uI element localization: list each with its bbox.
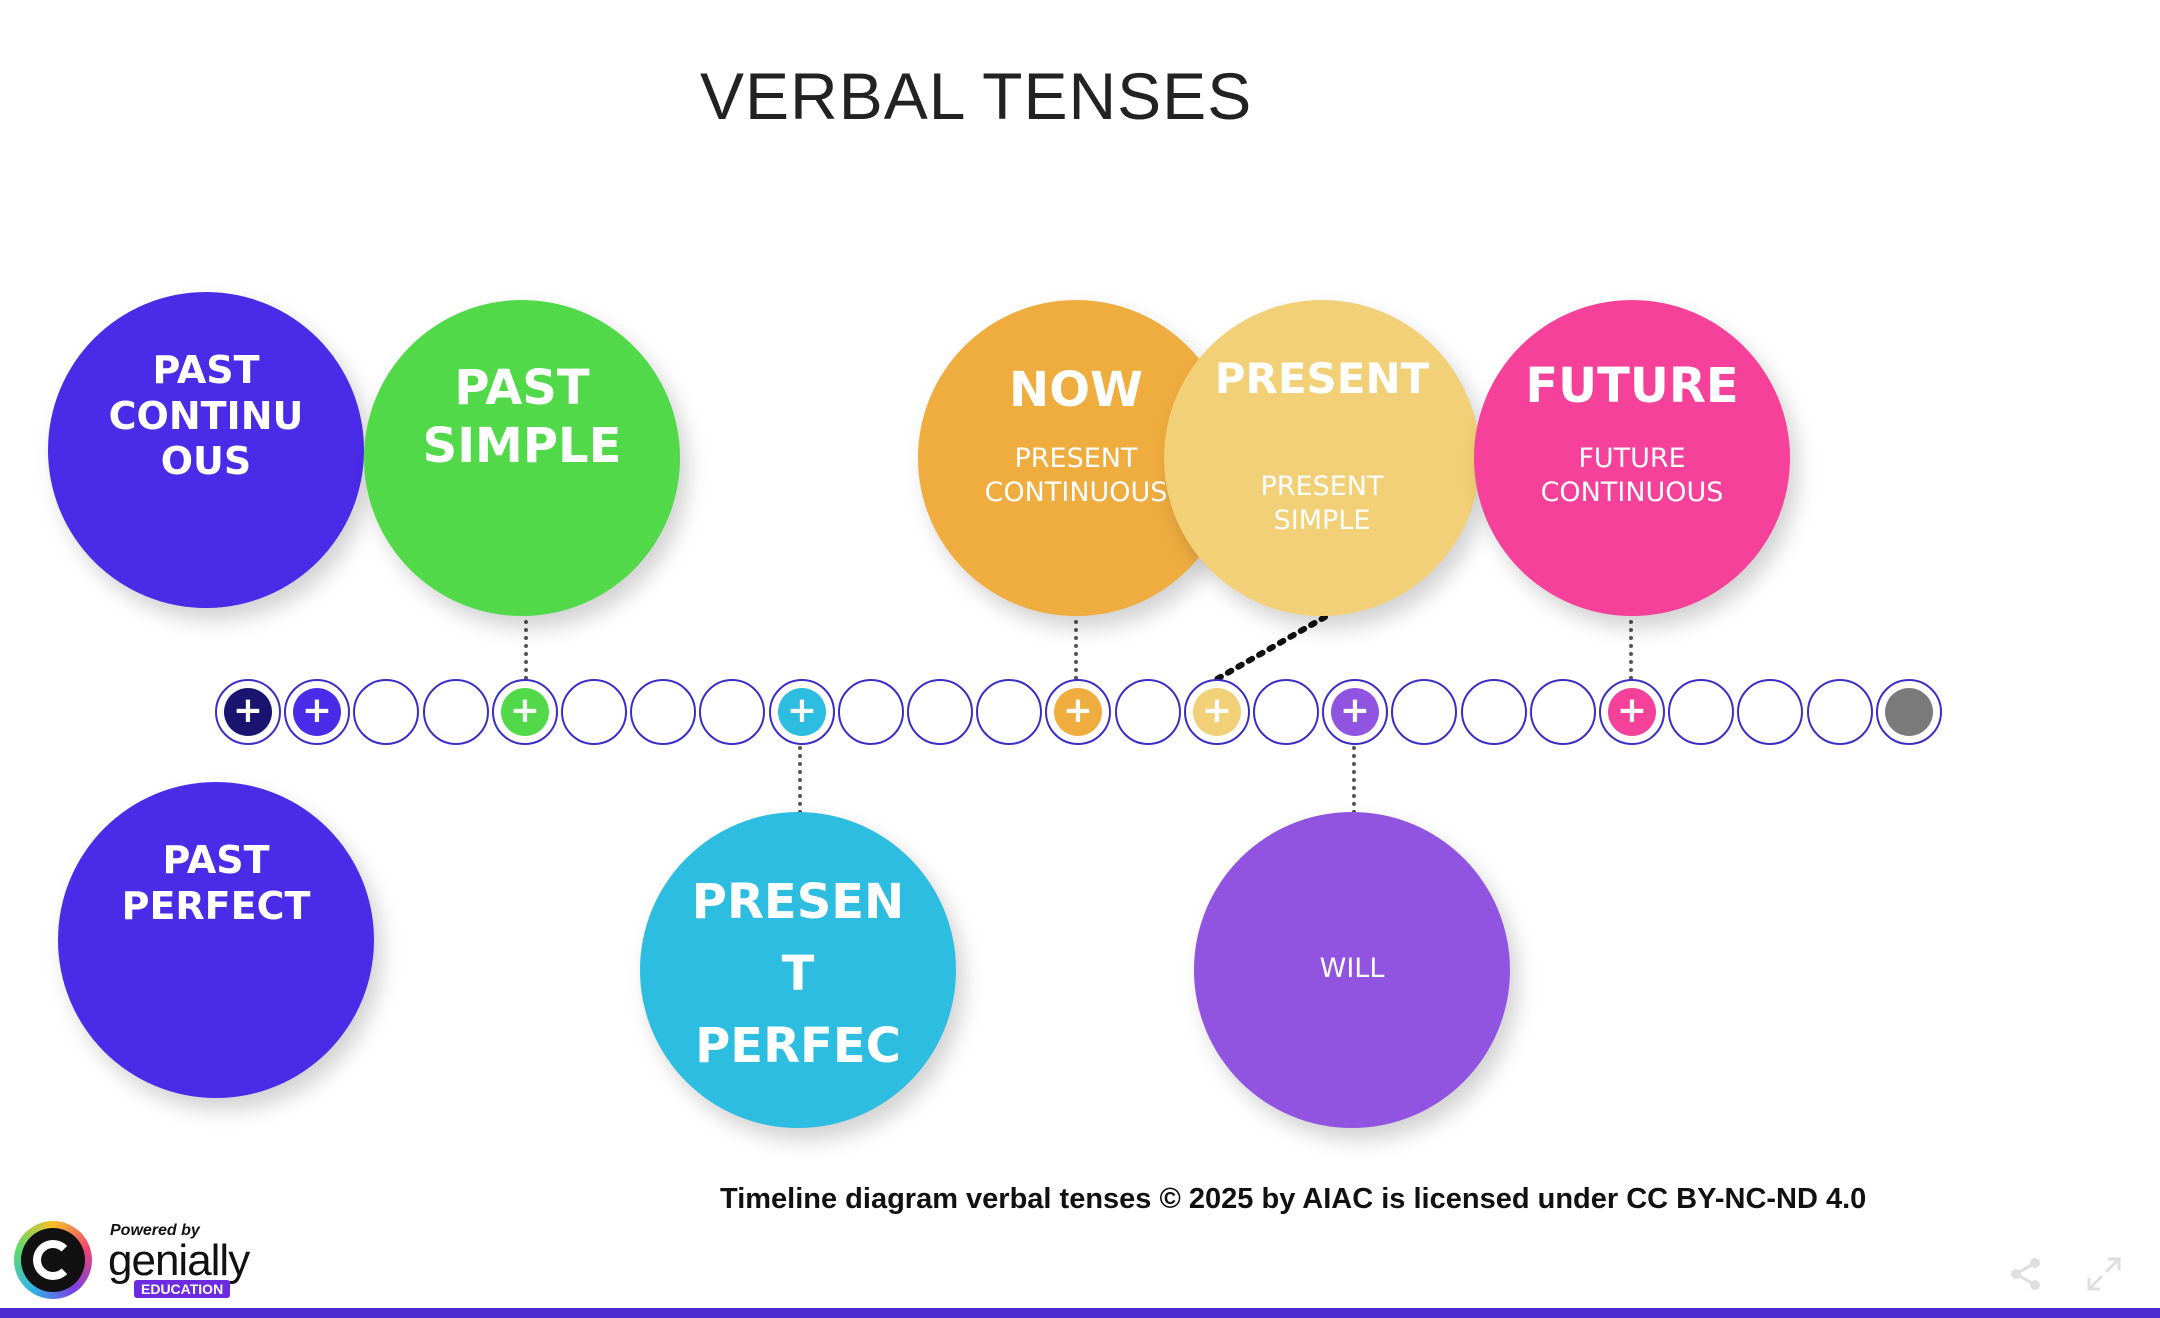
- timeline-node-plus[interactable]: +: [769, 679, 835, 745]
- bubble-future-label: FUTURE: [1525, 358, 1739, 414]
- timeline-node: [976, 679, 1042, 745]
- connector-past-simple: [524, 620, 528, 680]
- plus-icon: +: [1054, 688, 1102, 736]
- timeline-node-plus[interactable]: +: [1599, 679, 1665, 745]
- bubble-future-sublabel: FUTURE CONTINUOUS: [1540, 443, 1724, 508]
- bubble-present[interactable]: PRESENT PRESENT SIMPLE: [1164, 300, 1480, 616]
- plus-icon: +: [224, 688, 272, 736]
- timeline-node: [1668, 679, 1734, 745]
- timeline-node: [423, 679, 489, 745]
- timeline-node: [1737, 679, 1803, 745]
- bubble-past-perfect[interactable]: PAST PERFECT: [58, 782, 374, 1098]
- genially-logo-icon: [14, 1221, 92, 1299]
- timeline-node: [630, 679, 696, 745]
- timeline-node-plus[interactable]: +: [1184, 679, 1250, 745]
- connector-will: [1352, 746, 1356, 814]
- timeline-node-plus[interactable]: +: [1045, 679, 1111, 745]
- plus-icon: +: [293, 688, 341, 736]
- bubble-past-continuous-label: PAST CONTINU OUS: [108, 348, 304, 484]
- bubble-past-simple-label: PAST SIMPLE: [422, 360, 622, 474]
- timeline-node: [699, 679, 765, 745]
- connector-now: [1074, 620, 1078, 680]
- plus-icon: +: [501, 688, 549, 736]
- timeline-end-node: [1876, 679, 1942, 745]
- connector-present: [1207, 614, 1328, 686]
- connector-future: [1629, 620, 1633, 680]
- bubble-past-continuous[interactable]: PAST CONTINU OUS: [48, 292, 364, 608]
- share-icon[interactable]: [2008, 1256, 2044, 1292]
- timeline-node: [561, 679, 627, 745]
- bubble-present-perfect-label: PRESEN T PERFEC: [691, 874, 905, 1074]
- education-badge: EDUCATION: [134, 1280, 231, 1298]
- genially-logo[interactable]: Powered by genially EDUCATION: [14, 1218, 264, 1304]
- bubble-past-perfect-label: PAST PERFECT: [121, 838, 311, 928]
- genially-brand-label: genially: [108, 1236, 250, 1285]
- bubble-will-label: WILL: [1319, 953, 1385, 984]
- end-dot-icon: [1885, 688, 1933, 736]
- plus-icon: +: [1608, 688, 1656, 736]
- timeline-node-plus[interactable]: +: [215, 679, 281, 745]
- timeline-node-plus[interactable]: +: [284, 679, 350, 745]
- timeline-node: [353, 679, 419, 745]
- timeline-node: [907, 679, 973, 745]
- plus-icon: +: [1193, 688, 1241, 736]
- license-credit: Timeline diagram verbal tenses © 2025 by…: [720, 1183, 1867, 1215]
- timeline-node-plus[interactable]: +: [492, 679, 558, 745]
- bubble-present-perfect[interactable]: PRESEN T PERFEC: [640, 812, 956, 1128]
- timeline-node: [1391, 679, 1457, 745]
- plus-icon: +: [778, 688, 826, 736]
- bubble-past-simple[interactable]: PAST SIMPLE: [364, 300, 680, 616]
- timeline-node: [838, 679, 904, 745]
- timeline-node: [1253, 679, 1319, 745]
- accent-bar: [0, 1308, 2160, 1318]
- bubble-now-label: NOW: [1009, 362, 1143, 418]
- fullscreen-icon[interactable]: [2086, 1256, 2122, 1292]
- plus-icon: +: [1331, 688, 1379, 736]
- bubble-future[interactable]: FUTURE FUTURE CONTINUOUS: [1474, 300, 1790, 616]
- powered-by-label: Powered by: [110, 1222, 200, 1239]
- timeline-node: [1461, 679, 1527, 745]
- timeline-node: [1807, 679, 1873, 745]
- bubble-present-label: PRESENT: [1214, 354, 1430, 403]
- bubble-will[interactable]: WILL: [1194, 812, 1510, 1128]
- timeline-node-plus[interactable]: +: [1322, 679, 1388, 745]
- timeline-node: [1115, 679, 1181, 745]
- timeline-node: [1530, 679, 1596, 745]
- bubble-present-sublabel: PRESENT SIMPLE: [1260, 471, 1384, 536]
- bubble-now-sublabel: PRESENT CONTINUOUS: [984, 443, 1168, 508]
- page-title: VERBAL TENSES: [700, 59, 1253, 133]
- connector-present-perfect: [798, 746, 802, 814]
